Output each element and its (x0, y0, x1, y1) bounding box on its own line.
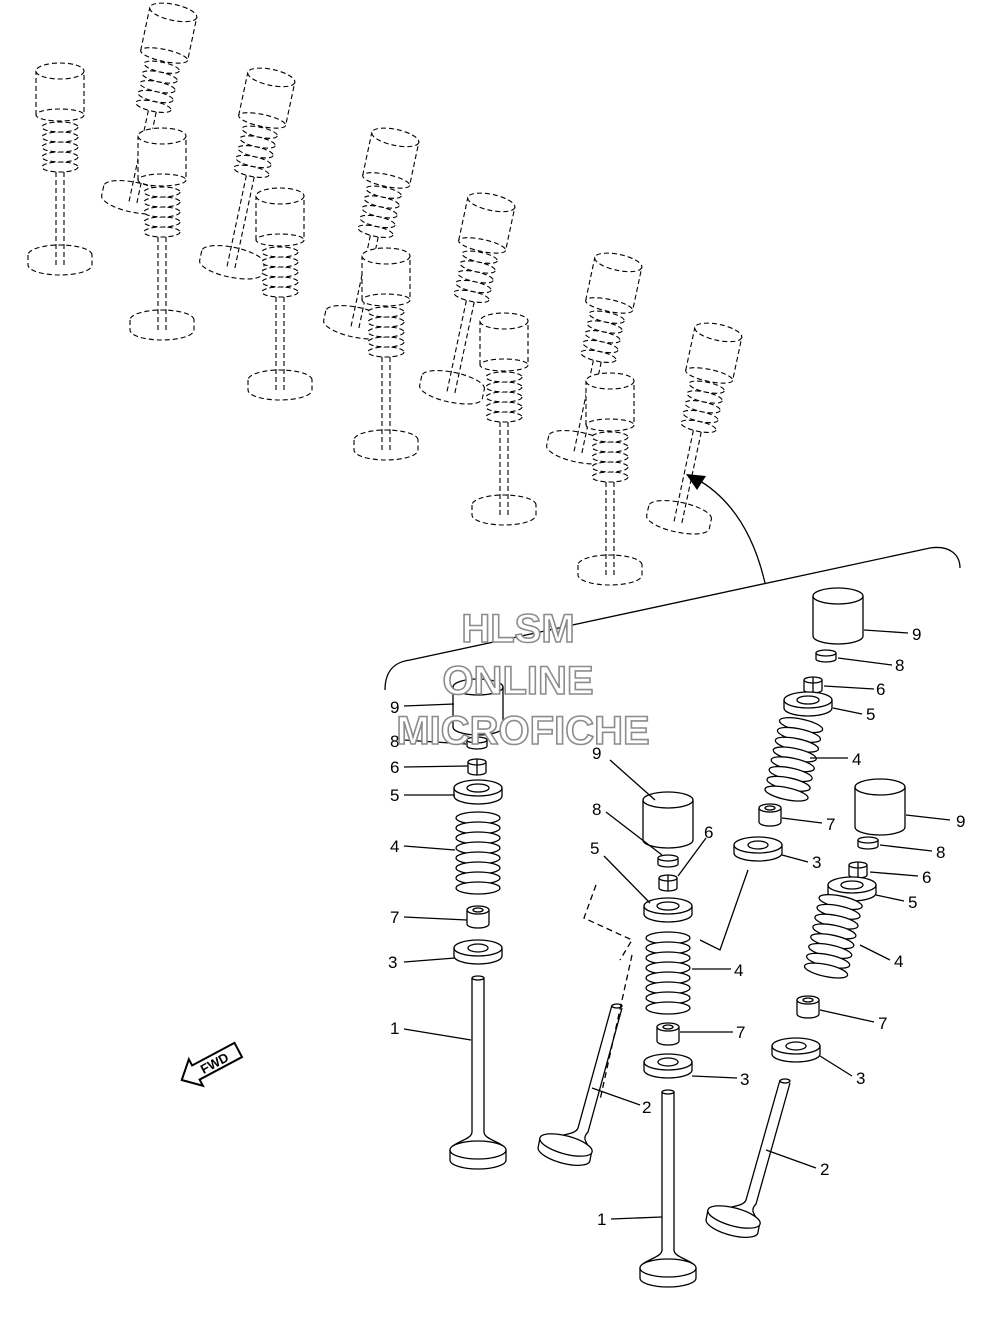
callout-7: 7 (390, 908, 399, 927)
callout-2: 2 (642, 1098, 651, 1117)
watermark-line-2: ONLINE (442, 659, 593, 703)
callout-5: 5 (908, 893, 917, 912)
callout-7: 7 (826, 815, 835, 834)
callout-6: 6 (876, 680, 885, 699)
assembly-bracket (384, 546, 961, 691)
callout-6: 6 (704, 823, 713, 842)
callout-9: 9 (592, 744, 601, 763)
callout-8: 8 (895, 656, 904, 675)
callout-4: 4 (852, 750, 861, 769)
callout-5: 5 (390, 786, 399, 805)
reference-arrow (686, 474, 766, 584)
callout-9: 9 (390, 698, 399, 717)
watermark-line-1: HLSM (461, 607, 574, 651)
ghost-valve-cluster (27, 0, 752, 586)
callout-6: 6 (390, 758, 399, 777)
watermark-line-3: MICROFICHE (396, 709, 649, 753)
callout-5: 5 (590, 839, 599, 858)
callout-9: 9 (956, 812, 965, 831)
callouts-right-top: 9 8 6 5 4 7 3 (812, 625, 921, 872)
callouts-left: 9 8 6 5 4 7 3 1 (388, 698, 399, 1038)
valve-assembly-right-bottom (705, 778, 906, 1238)
callout-5: 5 (866, 705, 875, 724)
callout-1: 1 (390, 1019, 399, 1038)
callout-4: 4 (390, 837, 399, 856)
callout-4: 4 (894, 952, 903, 971)
callout-3: 3 (856, 1069, 865, 1088)
callout-9: 9 (912, 625, 921, 644)
fwd-direction-badge: FWD (180, 1041, 244, 1088)
callout-6: 6 (922, 868, 931, 887)
callout-1: 1 (597, 1210, 606, 1229)
callout-3: 3 (740, 1070, 749, 1089)
callout-3: 3 (388, 953, 397, 972)
callout-7: 7 (736, 1023, 745, 1042)
watermark: HLSM ONLINE MICROFICHE (396, 606, 651, 754)
callout-3: 3 (812, 853, 821, 872)
callout-8: 8 (936, 843, 945, 862)
valve-assembly-right-top (699, 587, 864, 951)
callout-7: 7 (878, 1014, 887, 1033)
callout-8: 8 (390, 732, 399, 751)
valve-assembly-left (449, 678, 507, 1170)
valve-assembly-middle (537, 791, 697, 1288)
callouts-right-bottom: 9 8 6 5 4 7 3 2 (820, 812, 965, 1179)
callout-8: 8 (592, 800, 601, 819)
callouts-middle: 9 8 6 5 4 7 3 2 1 (590, 744, 749, 1229)
callout-4: 4 (734, 961, 743, 980)
leader-lines (403, 629, 951, 1220)
callout-2: 2 (820, 1160, 829, 1179)
